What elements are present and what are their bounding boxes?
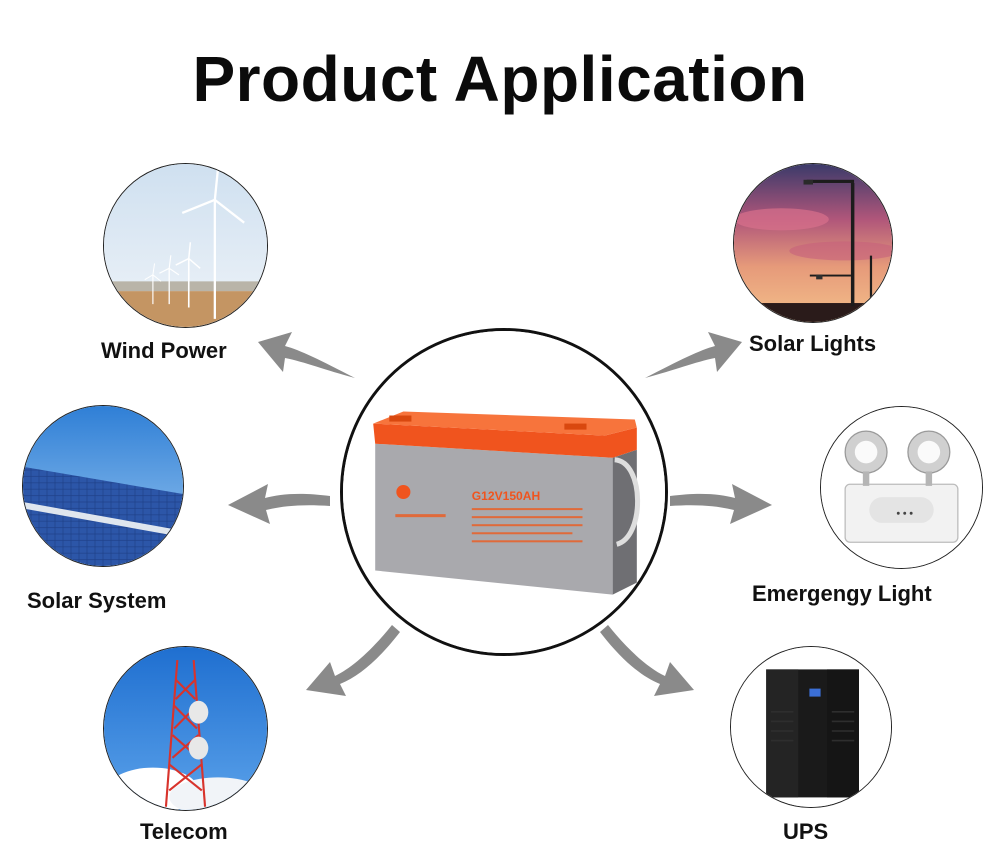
- arrow-to-wind-power: [258, 332, 355, 378]
- ups-image: [730, 646, 892, 808]
- solar-lights-image: [733, 163, 893, 323]
- label-solar-lights: Solar Lights: [749, 331, 877, 356]
- emergency-light-image: [820, 406, 983, 569]
- battery-model-text: G12V150AH: [472, 489, 540, 503]
- arrow-to-telecom: [306, 625, 400, 696]
- label-telecom: Telecom: [140, 819, 228, 844]
- telecom-image: [103, 646, 268, 811]
- page-title: Product Application: [192, 43, 808, 115]
- solar-system-image: [22, 405, 184, 567]
- arrow-to-solar-system: [228, 484, 330, 524]
- arrow-to-ups: [600, 625, 694, 696]
- arrow-to-solar-lights: [645, 332, 742, 378]
- label-emergency-light: Emergengy Light: [752, 581, 932, 606]
- battery-product-image: G12V150AH: [340, 328, 668, 656]
- label-ups: UPS: [783, 819, 829, 844]
- arrow-to-emergency-light: [670, 484, 772, 524]
- label-solar-system: Solar System: [27, 588, 167, 613]
- label-wind-power: Wind Power: [101, 338, 227, 363]
- wind-power-image: [103, 163, 268, 328]
